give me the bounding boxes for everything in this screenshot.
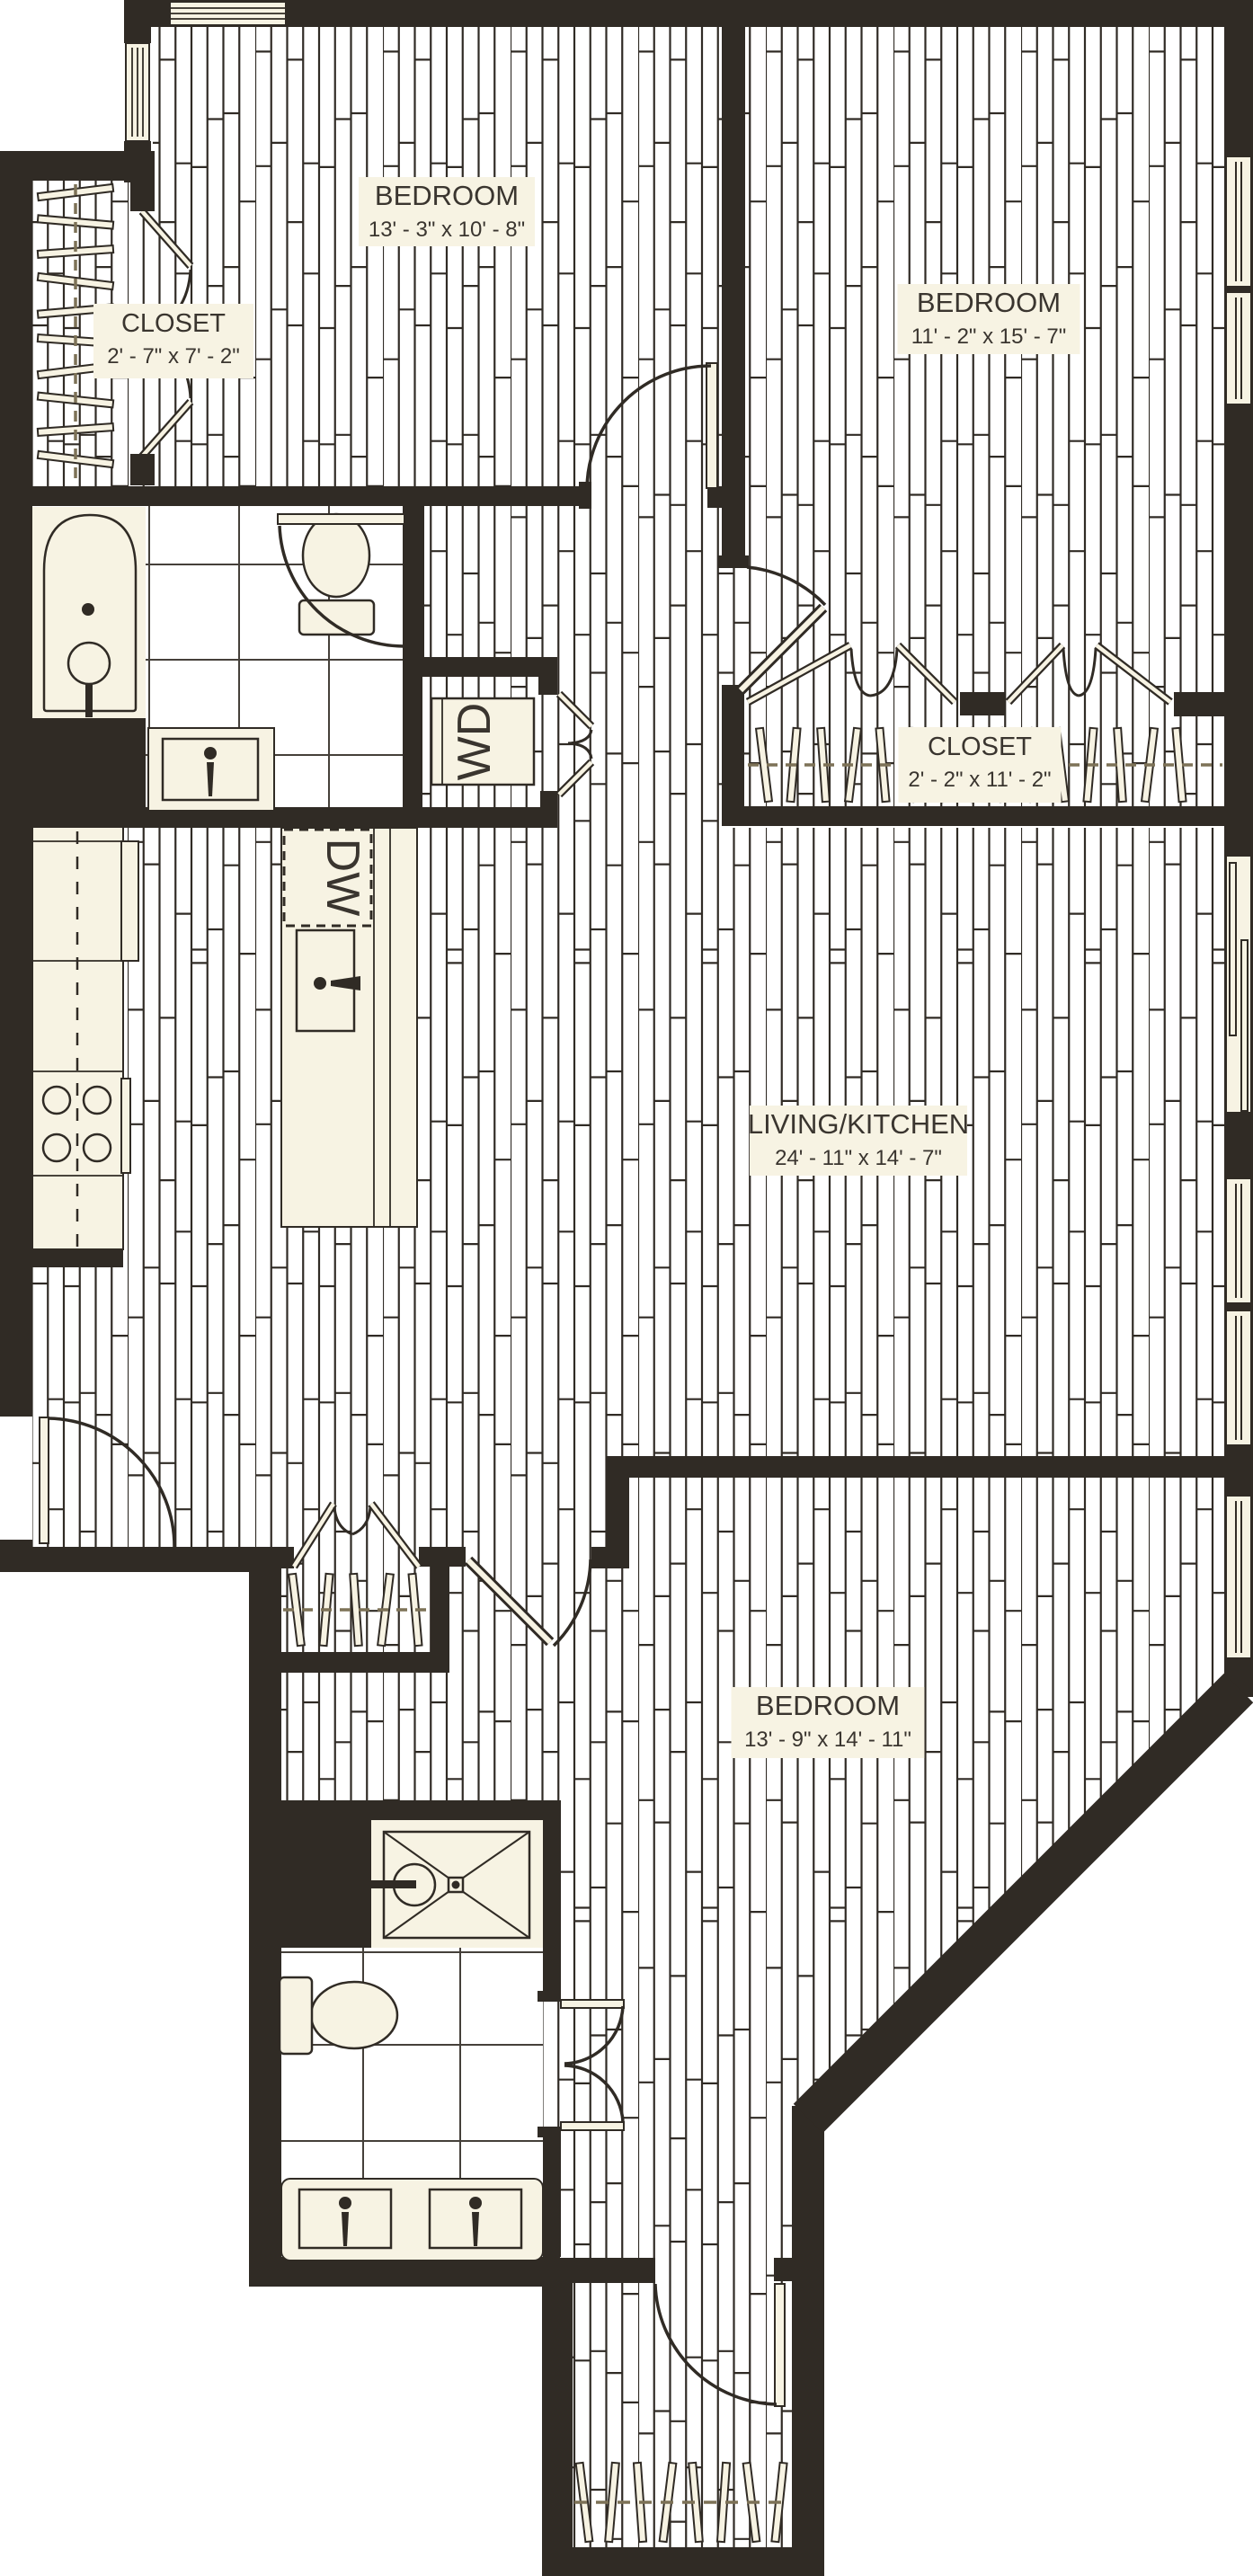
svg-text:DW: DW (316, 839, 369, 917)
svg-text:2' - 7" x 7' - 2": 2' - 7" x 7' - 2" (107, 344, 240, 369)
svg-text:13' - 3" x 10' - 8": 13' - 3" x 10' - 8" (369, 218, 525, 242)
svg-text:CLOSET: CLOSET (928, 733, 1032, 761)
svg-text:24' - 11" x 14' - 7": 24' - 11" x 14' - 7" (775, 1146, 942, 1170)
svg-text:BEDROOM: BEDROOM (375, 180, 519, 211)
svg-text:LIVING/KITCHEN: LIVING/KITCHEN (748, 1108, 969, 1140)
svg-text:2' - 2" x 11' - 2": 2' - 2" x 11' - 2" (908, 768, 1051, 792)
svg-text:13' - 9" x 14' - 11": 13' - 9" x 14' - 11" (744, 1728, 911, 1752)
svg-text:BEDROOM: BEDROOM (917, 287, 1061, 318)
svg-text:11' - 2" x 15' - 7": 11' - 2" x 15' - 7" (911, 324, 1067, 349)
svg-text:CLOSET: CLOSET (121, 309, 226, 338)
svg-text:BEDROOM: BEDROOM (756, 1690, 900, 1721)
svg-text:WD: WD (449, 703, 501, 781)
